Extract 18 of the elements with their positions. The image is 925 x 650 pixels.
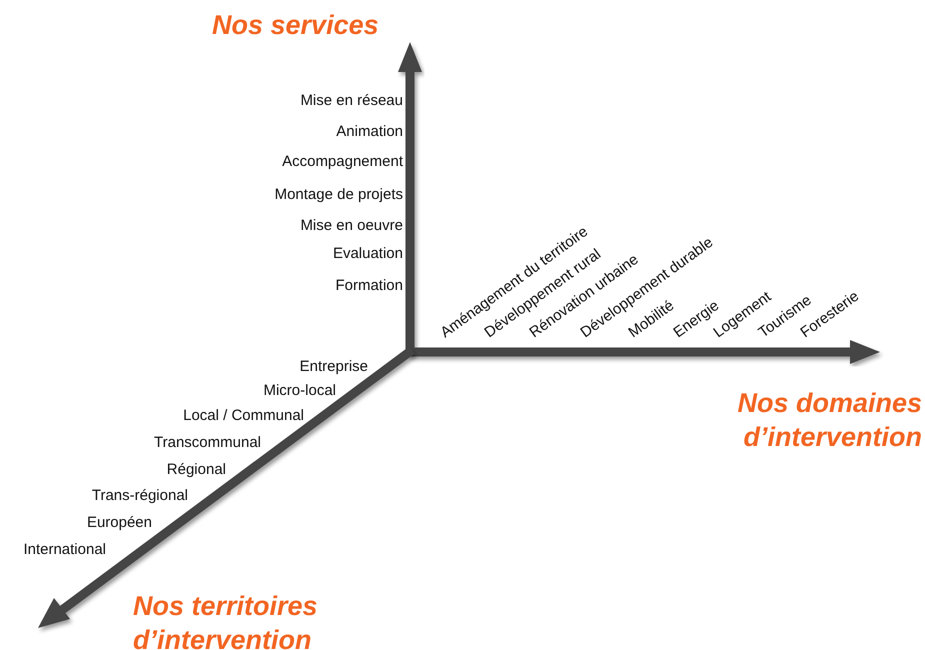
axis-title: Nos territoires d’intervention — [133, 590, 319, 650]
axis-category-label: Montage de projets — [274, 186, 403, 204]
axis-category-label: Evaluation — [332, 245, 403, 263]
axis-category-label: Micro-local — [263, 382, 336, 400]
axis-category-label: Local / Communal — [183, 407, 304, 425]
axis-category-label: Mise en oeuvre — [300, 217, 403, 235]
axis-category-label: Formation — [335, 277, 403, 295]
axis-title: Nos domaines d’intervention — [736, 387, 922, 454]
axis-title: Nos services — [212, 9, 379, 42]
axis-category-label: Entreprise — [300, 358, 368, 376]
axis-category-label: Européen — [86, 514, 152, 532]
axis-category-label: Régional — [166, 461, 226, 479]
axis-category-label: Animation — [336, 123, 403, 141]
axis-category-label: Trans-régional — [92, 487, 188, 505]
axis-category-label: Mise en réseau — [300, 92, 403, 110]
axis-category-label: Accompagnement — [282, 153, 403, 171]
axis-category-label: International — [23, 541, 106, 559]
axis-category-label: Transcommunal — [154, 434, 261, 452]
